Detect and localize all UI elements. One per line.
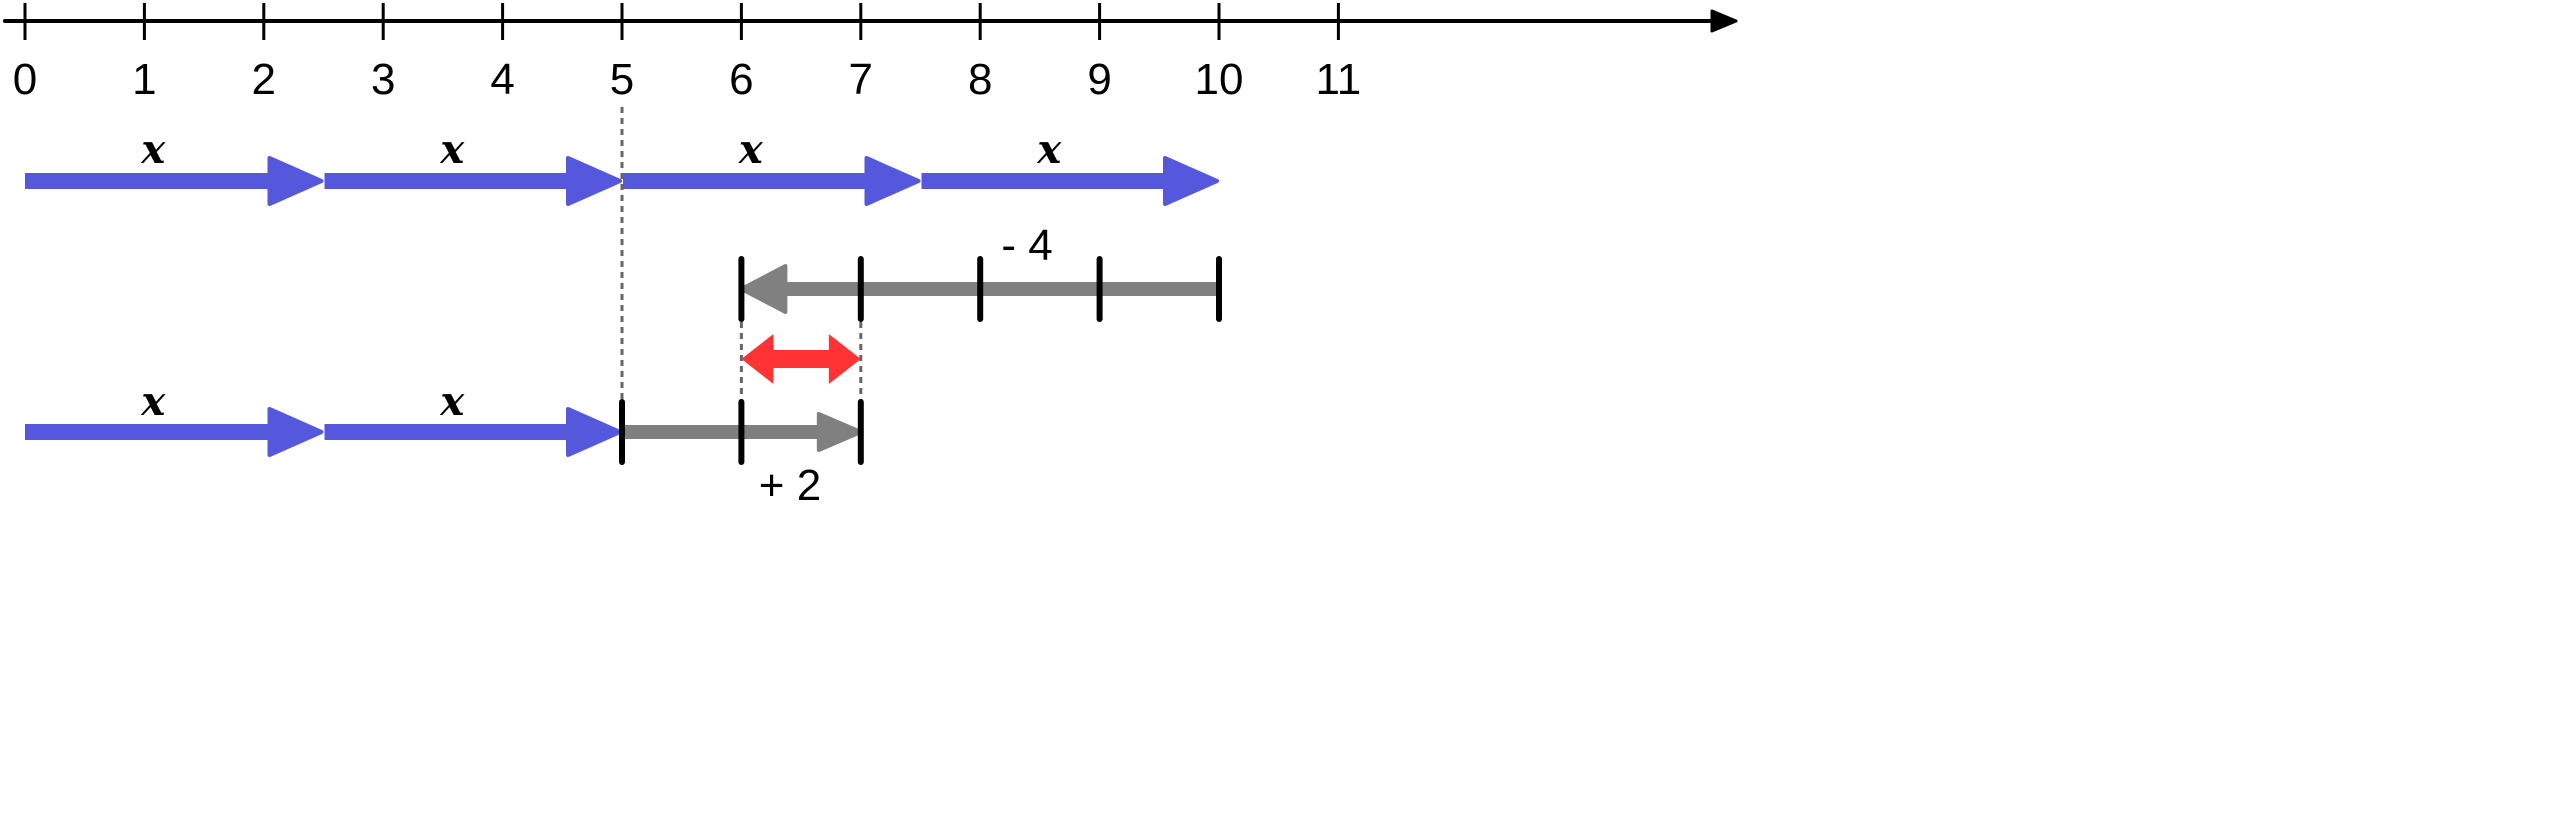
x-arrow-head — [566, 407, 622, 457]
axis-tick-label: 9 — [1087, 55, 1111, 104]
x-arrow-head — [864, 156, 921, 206]
x-arrow-head — [267, 156, 324, 206]
minus-4-arrow-shaft — [785, 282, 1219, 296]
plus-2-arrow-head — [816, 412, 863, 452]
x-arrow-shaft — [25, 173, 270, 189]
difference-head-right — [828, 334, 861, 384]
difference-shaft — [771, 350, 831, 368]
x-arrow-shaft — [324, 173, 568, 189]
x-arrow-head — [267, 407, 324, 457]
x-label: x — [140, 378, 166, 425]
x-arrow-head — [566, 156, 622, 206]
guide-lines — [620, 107, 863, 400]
axis-tick-label: 8 — [968, 55, 992, 104]
row-minus-4: - 4 — [738, 221, 1222, 322]
plus-2-label: + 2 — [759, 461, 821, 510]
x-arrow-shaft — [623, 173, 867, 189]
x-label: x — [439, 378, 465, 425]
x-label: x — [738, 126, 764, 173]
x-arrow-shaft — [25, 424, 270, 440]
axis-arrow-head — [1710, 9, 1738, 33]
x-arrow-shaft — [921, 173, 1165, 189]
axis-tick-label: 1 — [132, 55, 156, 104]
axis-tick-label: 0 — [13, 55, 37, 104]
axis-tick-label: 10 — [1195, 55, 1244, 104]
x-arrow-shaft — [324, 424, 568, 440]
difference-head-left — [741, 334, 774, 384]
axis-tick-label: 7 — [849, 55, 873, 104]
number-line: 0 1 2 3 4 5 6 7 8 9 10 11 — [3, 3, 1738, 104]
row-2x-plus-2: x x + 2 — [25, 378, 864, 510]
axis-tick-label: 6 — [729, 55, 753, 104]
axis-tick-label: 3 — [371, 55, 395, 104]
axis-tick-label: 11 — [1316, 55, 1362, 104]
minus-4-arrow-head — [739, 264, 788, 314]
axis-tick-label: 4 — [490, 55, 514, 104]
difference-arrow — [741, 334, 861, 384]
axis-tick-label: 5 — [610, 55, 634, 104]
minus-4-label: - 4 — [1001, 221, 1052, 270]
x-label: x — [439, 126, 465, 173]
x-arrow-head — [1163, 156, 1219, 206]
x-label: x — [1036, 126, 1062, 173]
plus-2-arrow-shaft — [622, 425, 819, 439]
axis-tick-label: 2 — [252, 55, 276, 104]
x-label: x — [140, 126, 166, 173]
